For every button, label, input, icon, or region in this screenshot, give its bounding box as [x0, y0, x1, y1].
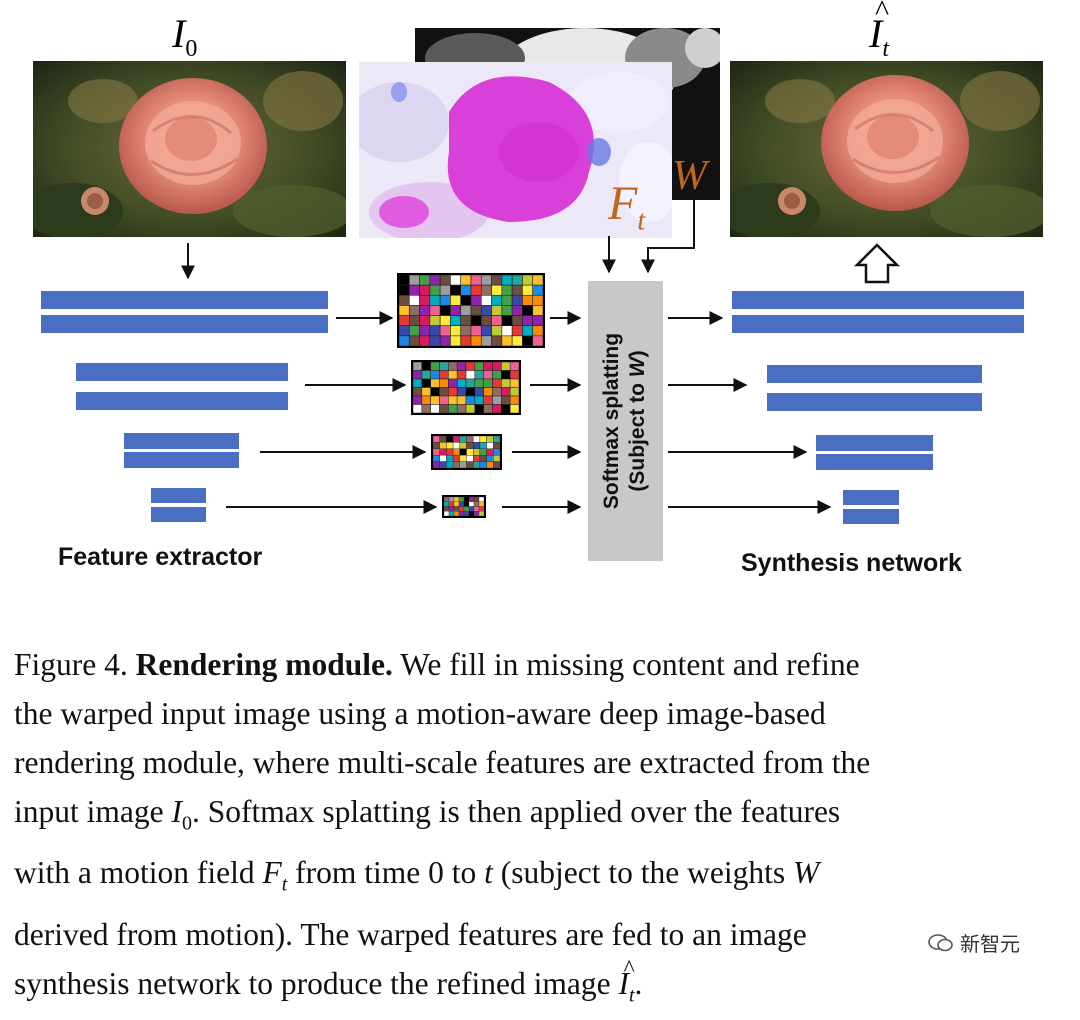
flow-field-label: Ft [608, 177, 646, 237]
synthesis-bar-1b [732, 315, 1024, 333]
input-rose-photo [33, 61, 346, 237]
wechat-icon [928, 933, 954, 953]
feature-map-3 [431, 434, 502, 470]
softmax-splatting-box [588, 281, 663, 561]
feature-extractor-bar-4b [151, 507, 206, 522]
caption-line-3: rendering module, where multi-scale feat… [14, 745, 871, 780]
caption-line-6: derived from motion). The warped feature… [14, 916, 807, 952]
feature-extractor-bar-3a [124, 433, 239, 449]
caption-line-2: the warped input image using a motion-aw… [14, 696, 826, 731]
synthesis-bar-4a [843, 490, 899, 505]
input-image-label: I0 [172, 11, 198, 62]
output-rose-photo [730, 61, 1043, 237]
synthesis-bar-3b [816, 454, 933, 470]
feature-extractor-bar-1a [41, 291, 328, 309]
watermark: 新智元 [928, 928, 1020, 957]
feature-map-2 [411, 360, 521, 415]
flow-field-ft [359, 62, 672, 238]
caption-line-1: Figure 4. Rendering module. We fill in m… [14, 647, 860, 682]
feature-extractor-bar-2a [76, 363, 288, 381]
feature-map-1 [397, 273, 545, 348]
synthesis-bar-2b [767, 393, 982, 411]
feature-extractor-bar-2b [76, 392, 288, 410]
caption-line-4: input image I0. Softmax splatting is the… [14, 794, 841, 835]
feature-extractor-label: Feature extractor [58, 543, 263, 571]
connection-arrows [181, 198, 901, 514]
caption-line-5: with a motion field Ft from time 0 to t … [14, 855, 820, 896]
feature-map-4 [442, 495, 486, 518]
caption-line-7: synthesis network to produce the refined… [14, 955, 643, 1006]
synthesis-bar-1a [732, 291, 1024, 309]
output-image-label: ^ I t [869, 0, 890, 62]
synthesis-bar-4b [843, 509, 899, 524]
feature-extractor-bar-3b [124, 452, 239, 468]
synthesis-bar-2a [767, 365, 982, 383]
feature-extractor-bar-1b [41, 315, 328, 333]
figure-caption: Figure 4. Rendering module. We fill in m… [14, 640, 1074, 1020]
synthesis-network-label: Synthesis network [741, 549, 962, 577]
feature-extractor-bar-4a [151, 488, 206, 503]
weight-map-label: W [672, 153, 707, 199]
synthesis-bar-3a [816, 435, 933, 451]
